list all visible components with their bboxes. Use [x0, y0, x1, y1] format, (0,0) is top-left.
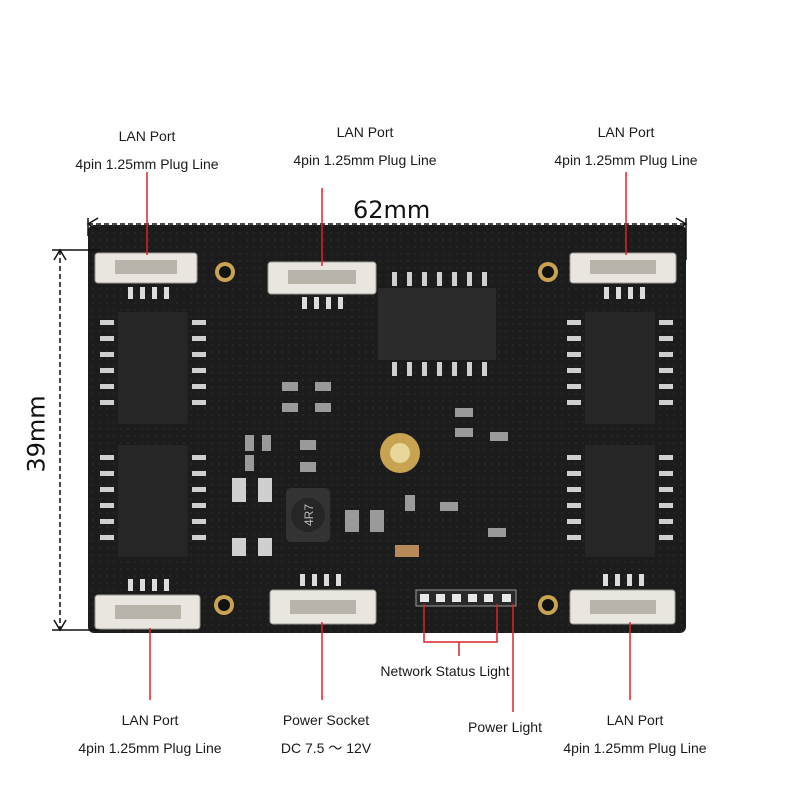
- callout-lines: [146, 172, 631, 712]
- inductor: [286, 488, 330, 542]
- mounting-holes: [214, 262, 558, 615]
- label-title: LAN Port: [118, 128, 176, 144]
- lan-port-label-bottom-left: LAN Port 4pin 1.25mm Plug Line: [65, 706, 235, 762]
- inductor-label: 4R7: [302, 504, 316, 526]
- main-ic: [378, 272, 496, 376]
- lan-port-label-top-right: LAN Port 4pin 1.25mm Plug Line: [541, 118, 711, 174]
- power-light-label: Power Light: [468, 719, 542, 735]
- lan-port-label-top-center: LAN Port 4pin 1.25mm Plug Line: [280, 118, 450, 174]
- transformer-left: [118, 312, 188, 557]
- label-subtitle: 4pin 1.25mm Plug Line: [75, 156, 219, 172]
- lan-port-label-top-left: LAN Port 4pin 1.25mm Plug Line: [62, 122, 232, 178]
- label-subtitle: DC 7.5 ～ 12V: [280, 740, 372, 756]
- width-dimension-label: 62mm: [353, 196, 431, 224]
- label-subtitle: 4pin 1.25mm Plug Line: [554, 152, 698, 168]
- label-subtitle: 4pin 1.25mm Plug Line: [563, 740, 707, 756]
- network-status-light-label: Network Status Light: [380, 663, 510, 679]
- label-title: Power Socket: [282, 712, 370, 728]
- dimension-lines: [52, 217, 688, 632]
- power-socket-label: Power Socket DC 7.5 ～ 12V: [246, 706, 406, 762]
- label-subtitle: 4pin 1.25mm Plug Line: [293, 152, 437, 168]
- label-subtitle: 4pin 1.25mm Plug Line: [78, 740, 222, 756]
- height-dimension-label: 39mm: [22, 395, 51, 473]
- label-title: LAN Port: [121, 712, 179, 728]
- lan-connectors: [94, 252, 677, 630]
- label-title: LAN Port: [597, 124, 655, 140]
- label-title: LAN Port: [336, 124, 394, 140]
- smd-components: [232, 382, 508, 557]
- status-leds: [415, 589, 517, 607]
- chip-pins: [100, 320, 673, 540]
- lan-port-label-bottom-right: LAN Port 4pin 1.25mm Plug Line: [550, 706, 720, 762]
- label-title: LAN Port: [606, 712, 664, 728]
- transformer-right: [585, 312, 655, 557]
